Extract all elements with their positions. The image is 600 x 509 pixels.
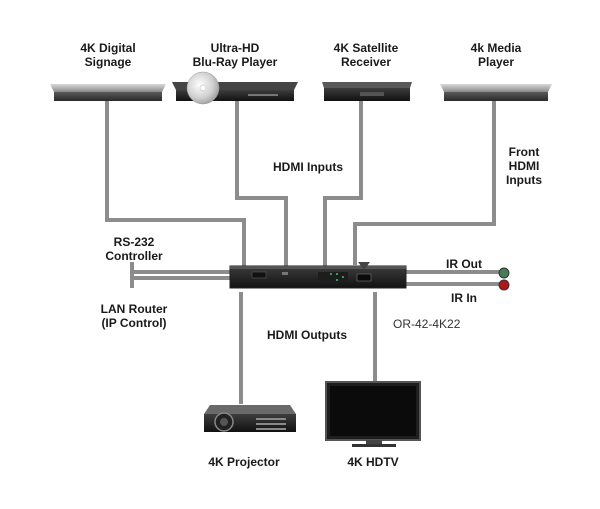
- projector-icon: [204, 405, 296, 432]
- hdtv-label: 4K HDTV: [347, 455, 399, 469]
- media-player-icon: [440, 84, 552, 101]
- projector-label: 4K Projector: [208, 455, 280, 469]
- cable-signage: [105, 100, 246, 268]
- satellite-receiver-icon: [322, 82, 412, 101]
- ir-out-led-icon: [498, 267, 510, 279]
- ir-out-label: IR Out: [446, 257, 482, 271]
- cable-media: [353, 100, 496, 265]
- cable-bluray: [235, 100, 288, 268]
- hdtv-icon: [325, 381, 421, 447]
- cable-lan: [130, 270, 232, 288]
- ir-in-led-icon: [498, 279, 510, 291]
- cables: [105, 100, 500, 404]
- signage-device-icon: [50, 84, 166, 101]
- lan-router-label: LAN Router(IP Control): [100, 302, 168, 330]
- hdmi-inputs-label: HDMI Inputs: [273, 160, 343, 174]
- cable-satellite: [323, 100, 363, 268]
- bluray-player-icon: [172, 71, 298, 105]
- model-number-label: OR-42-4K22: [393, 317, 461, 331]
- switcher-device-icon: [229, 262, 407, 289]
- ir-in-label: IR In: [451, 291, 477, 305]
- hdmi-outputs-label: HDMI Outputs: [267, 328, 347, 342]
